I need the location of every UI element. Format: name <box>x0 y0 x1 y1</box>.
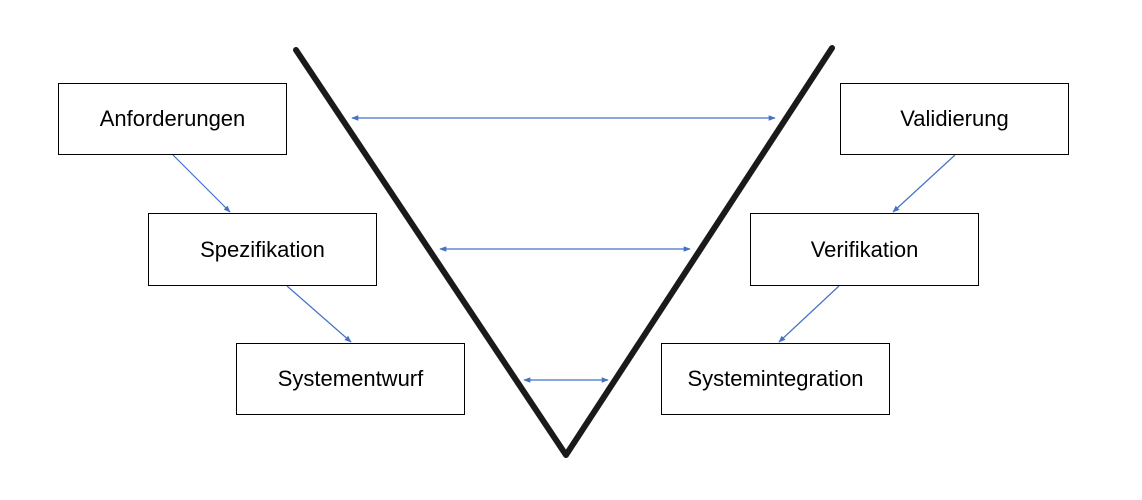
box-systemintegration: Systemintegration <box>661 343 890 415</box>
v-shape-line <box>293 45 835 458</box>
box-label-anforderungen: Anforderungen <box>99 106 246 131</box>
flow-arrow-verifikation-to-systemintegration <box>778 285 840 343</box>
box-anforderungen: Anforderungen <box>58 83 287 155</box>
flow-arrow-validierung-to-verifikation <box>892 154 956 213</box>
box-label-spezifikation: Spezifikation <box>200 236 325 262</box>
box-validierung: Validierung <box>840 83 1069 155</box>
flow-arrow-anforderungen-to-spezifikation <box>172 154 231 213</box>
box-verifikation: Verifikation <box>750 213 979 286</box>
box-label-systemintegration: Systemintegration <box>687 366 864 391</box>
flow-arrow-spezifikation-to-systementwurf <box>286 285 352 343</box>
box-label-validierung: Validierung <box>900 106 1009 131</box>
box-spezifikation: Spezifikation <box>148 213 377 286</box>
box-label-systementwurf: Systementwurf <box>277 366 424 391</box>
box-systementwurf: Systementwurf <box>236 343 465 415</box>
box-label-verifikation: Verifikation <box>810 236 919 262</box>
